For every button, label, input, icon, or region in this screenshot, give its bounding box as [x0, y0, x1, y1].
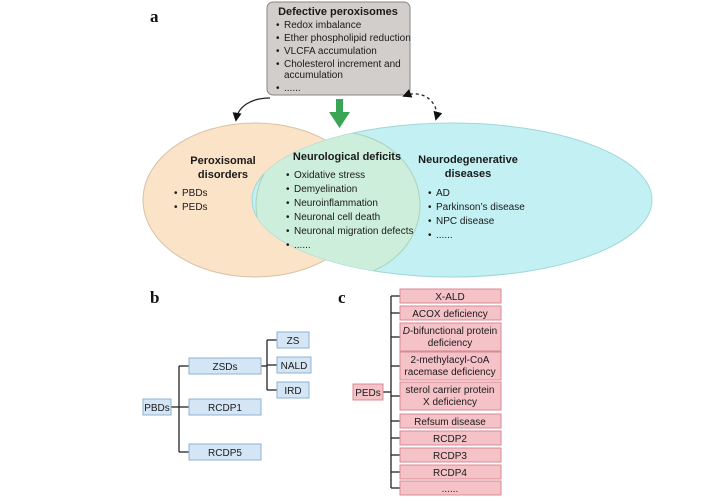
ped-item-5-line2: X deficiency: [423, 397, 477, 408]
ped-item-10-label: ......: [442, 484, 459, 495]
right-item-3: NPC disease: [436, 216, 495, 227]
nald-label: NALD: [281, 361, 308, 372]
top-item-4-cont: accumulation: [284, 70, 343, 81]
center-title: Neurological deficits: [293, 151, 401, 163]
pbds-root-label: PBDs: [144, 403, 170, 414]
defective-peroxisomes-title: Defective peroxisomes: [278, 6, 398, 18]
svg-text:•: •: [276, 33, 280, 44]
center-item-5: Neuronal migration defects: [294, 226, 414, 237]
nald-box: NALD: [276, 356, 312, 374]
zs-box: ZS: [276, 331, 310, 349]
svg-text:•: •: [286, 212, 290, 223]
right-item-4: ......: [436, 230, 453, 241]
ped-item-10: ......: [399, 480, 502, 496]
svg-text:•: •: [174, 188, 178, 199]
svg-text:•: •: [286, 240, 290, 251]
svg-text:•: •: [276, 20, 280, 31]
center-item-2: Demyelination: [294, 184, 357, 195]
top-item-1: Redox imbalance: [284, 20, 362, 31]
rcdp5-label: RCDP5: [208, 448, 242, 459]
green-arrow: [329, 99, 350, 128]
ped-item-4-line2: racemase deficiency: [404, 367, 495, 378]
top-item-5: ......: [284, 83, 301, 94]
center-item-1: Oxidative stress: [294, 170, 365, 181]
ped-item-3-line2: deficiency: [428, 338, 472, 349]
svg-text:•: •: [276, 59, 280, 70]
top-item-4: Cholesterol increment and: [284, 59, 401, 70]
center-item-6: ......: [294, 240, 311, 251]
panel-label-b: b: [150, 288, 159, 307]
pbds-tree-lines: [171, 339, 277, 453]
ped-item-3-line1: -bifunctional protein: [410, 326, 497, 337]
svg-text:•: •: [428, 230, 432, 241]
center-item-4: Neuronal cell death: [294, 212, 380, 223]
right-title-1: Neurodegenerative: [418, 154, 518, 166]
ped-item-5-line1: sterol carrier protein: [406, 385, 495, 396]
pbds-root-box: PBDs: [142, 398, 172, 416]
svg-text:•: •: [286, 170, 290, 181]
ped-item-8: RCDP3: [399, 447, 502, 463]
zsds-box: ZSDs: [188, 357, 262, 375]
svg-text:•: •: [428, 188, 432, 199]
top-item-3: VLCFA accumulation: [284, 46, 377, 57]
ped-item-3: D-bifunctional protein deficiency: [399, 322, 502, 352]
svg-text:•: •: [286, 226, 290, 237]
panel-label-c: c: [338, 288, 346, 307]
svg-text:D-bifunctional protein: D-bifunctional protein: [403, 326, 498, 337]
left-item-peds: PEDs: [182, 202, 208, 213]
ped-item-7-label: RCDP2: [433, 434, 467, 445]
top-item-2: Ether phospholipid reduction: [284, 33, 411, 44]
svg-text:•: •: [428, 216, 432, 227]
svg-text:•: •: [286, 198, 290, 209]
ped-item-8-label: RCDP3: [433, 451, 467, 462]
ped-item-6: Refsum disease: [399, 413, 502, 429]
dashed-bidirectional-arrow: [402, 89, 443, 121]
ped-item-9: RCDP4: [399, 464, 502, 480]
ped-item-6-label: Refsum disease: [414, 417, 486, 428]
ped-item-2: ACOX deficiency: [399, 305, 502, 321]
right-title-2: diseases: [445, 168, 491, 180]
ped-item-2-label: ACOX deficiency: [412, 309, 488, 320]
panel-label-a: a: [150, 7, 159, 26]
ird-box: IRD: [276, 381, 310, 399]
right-item-1: AD: [436, 188, 450, 199]
ped-item-4-line1: 2-methylacyl-CoA: [411, 355, 490, 366]
ped-item-9-label: RCDP4: [433, 468, 467, 479]
ped-item-1-label: X-ALD: [435, 292, 464, 303]
zs-label: ZS: [287, 336, 300, 347]
svg-text:•: •: [276, 83, 280, 94]
zsds-label: ZSDs: [213, 362, 238, 373]
arrow-to-left: [232, 97, 271, 122]
rcdp5-box: RCDP5: [188, 443, 262, 461]
ped-item-5: sterol carrier protein X deficiency: [399, 381, 502, 411]
peds-root-label: PEDs: [355, 388, 381, 399]
peds-tree-lines: [383, 295, 400, 489]
svg-text:•: •: [276, 46, 280, 57]
ped-item-7: RCDP2: [399, 430, 502, 446]
right-item-2: Parkinson’s disease: [436, 202, 525, 213]
svg-text:•: •: [174, 202, 178, 213]
left-item-pbds: PBDs: [182, 188, 208, 199]
ped-item-3-italic: D: [403, 326, 410, 337]
left-title-1: Peroxisomal: [190, 155, 255, 167]
center-item-3: Neuroinflammation: [294, 198, 378, 209]
ped-item-1: X-ALD: [399, 288, 502, 304]
defective-peroxisomes-box: [266, 1, 411, 96]
svg-text:•: •: [428, 202, 432, 213]
svg-text:•: •: [286, 184, 290, 195]
ird-label: IRD: [284, 386, 301, 397]
left-title-2: disorders: [198, 169, 248, 181]
rcdp1-label: RCDP1: [208, 403, 242, 414]
ped-item-4: 2-methylacyl-CoA racemase deficiency: [399, 351, 502, 381]
peds-root-box: PEDs: [352, 383, 384, 401]
rcdp1-box: RCDP1: [188, 398, 262, 416]
